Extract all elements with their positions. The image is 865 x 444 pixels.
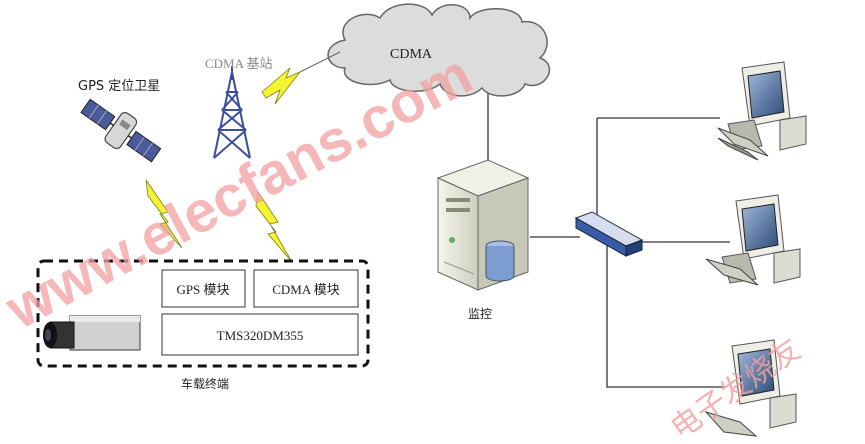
cdma-station-label: CDMA 基站 <box>205 56 273 71</box>
processor-label: TMS320DM355 <box>217 328 304 343</box>
tower-cloud-link <box>299 51 341 73</box>
monitor-label: 监控 <box>468 307 492 321</box>
camera-icon <box>43 315 141 351</box>
vehicle-terminal-label: 车载终端 <box>181 376 229 391</box>
gps-satellite-icon <box>80 98 162 163</box>
server-icon <box>436 159 530 291</box>
computer-2-icon <box>705 194 801 286</box>
computer-1-icon <box>717 61 807 161</box>
network-switch-icon <box>574 211 644 257</box>
lightning-tower-cloud-icon <box>261 67 301 105</box>
gps-satellite-label: GPS 定位卫星 <box>78 79 160 94</box>
processor-box <box>161 313 359 356</box>
connection-lines <box>487 78 730 388</box>
cdma-cloud: CDMA <box>327 3 551 97</box>
gps-module-label: GPS 模块 <box>176 282 229 297</box>
vehicle-terminal-border <box>36 259 370 368</box>
computer-3-icon <box>704 339 797 437</box>
cloud-label: CDMA <box>390 47 433 62</box>
link-pc-3 <box>606 245 725 388</box>
vehicle-terminal: GPS 模块 CDMA 模块 TMS320DM355 车载终端 <box>36 259 370 391</box>
gps-module-box <box>161 269 246 308</box>
cloud-shape <box>327 3 551 97</box>
lightning-gps-icon <box>145 179 183 249</box>
cdma-module-box <box>253 269 359 308</box>
cdma-module-label: CDMA 模块 <box>272 282 340 297</box>
lightning-cdma-icon <box>255 190 293 263</box>
cdma-tower-icon <box>213 66 251 159</box>
